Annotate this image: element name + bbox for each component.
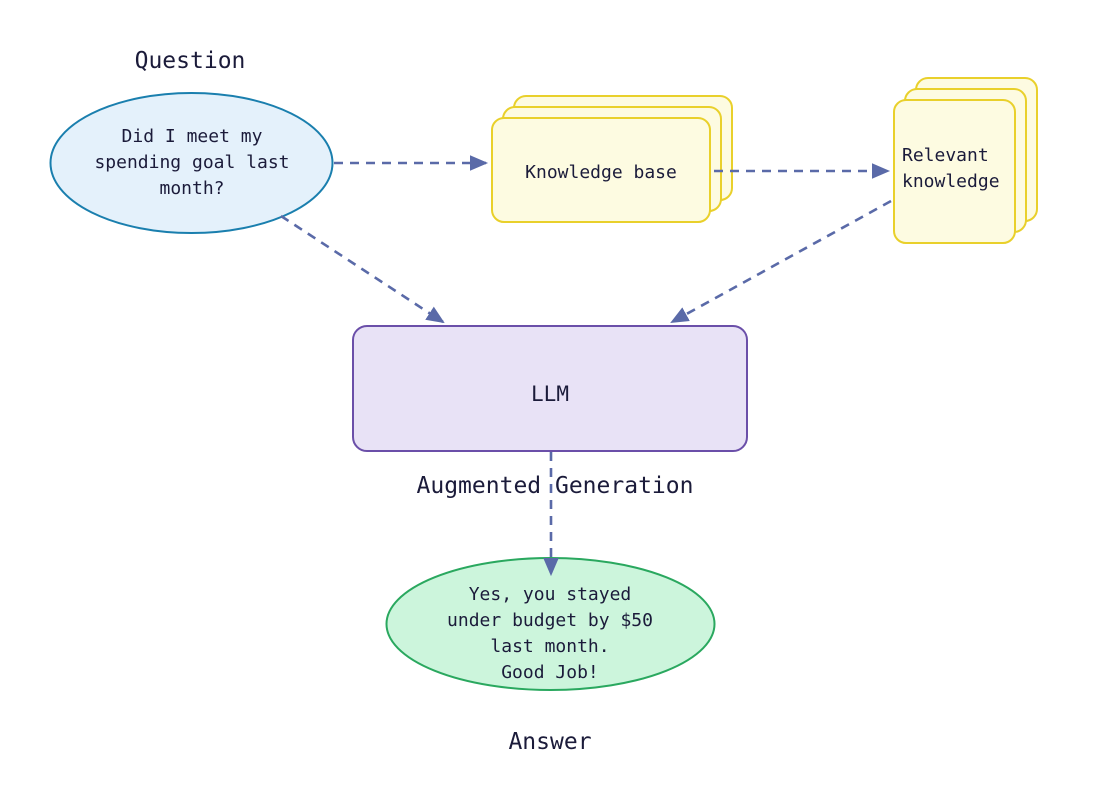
edges-layer <box>280 155 892 577</box>
augmented-generation-caption: Augmented Generation <box>416 473 694 499</box>
answer-caption: Answer <box>508 729 592 755</box>
relevant-knowledge-card-front <box>893 99 1016 244</box>
node-relevant-knowledge[interactable] <box>893 77 1038 244</box>
edge-question-to-llm <box>280 214 445 324</box>
llm-node-text: LLM <box>531 382 569 406</box>
relevant-knowledge-node-text: Relevant knowledge <box>902 145 1000 193</box>
question-node-text: Did I meet my spending goal last month? <box>94 126 290 200</box>
knowledge-base-card-front <box>491 117 711 223</box>
question-ellipse-shape <box>49 92 334 234</box>
answer-node-text: Yes, you stayed under budget by $50 last… <box>447 584 653 684</box>
llm-box-shape <box>352 325 748 452</box>
edge-relevant-knowledge-to-llm <box>670 199 892 324</box>
node-knowledge-base[interactable] <box>491 95 733 223</box>
node-question[interactable] <box>49 92 334 234</box>
node-llm[interactable] <box>352 325 748 452</box>
knowledge-base-node-text: Knowledge base <box>525 162 677 183</box>
question-caption: Question <box>134 48 246 74</box>
